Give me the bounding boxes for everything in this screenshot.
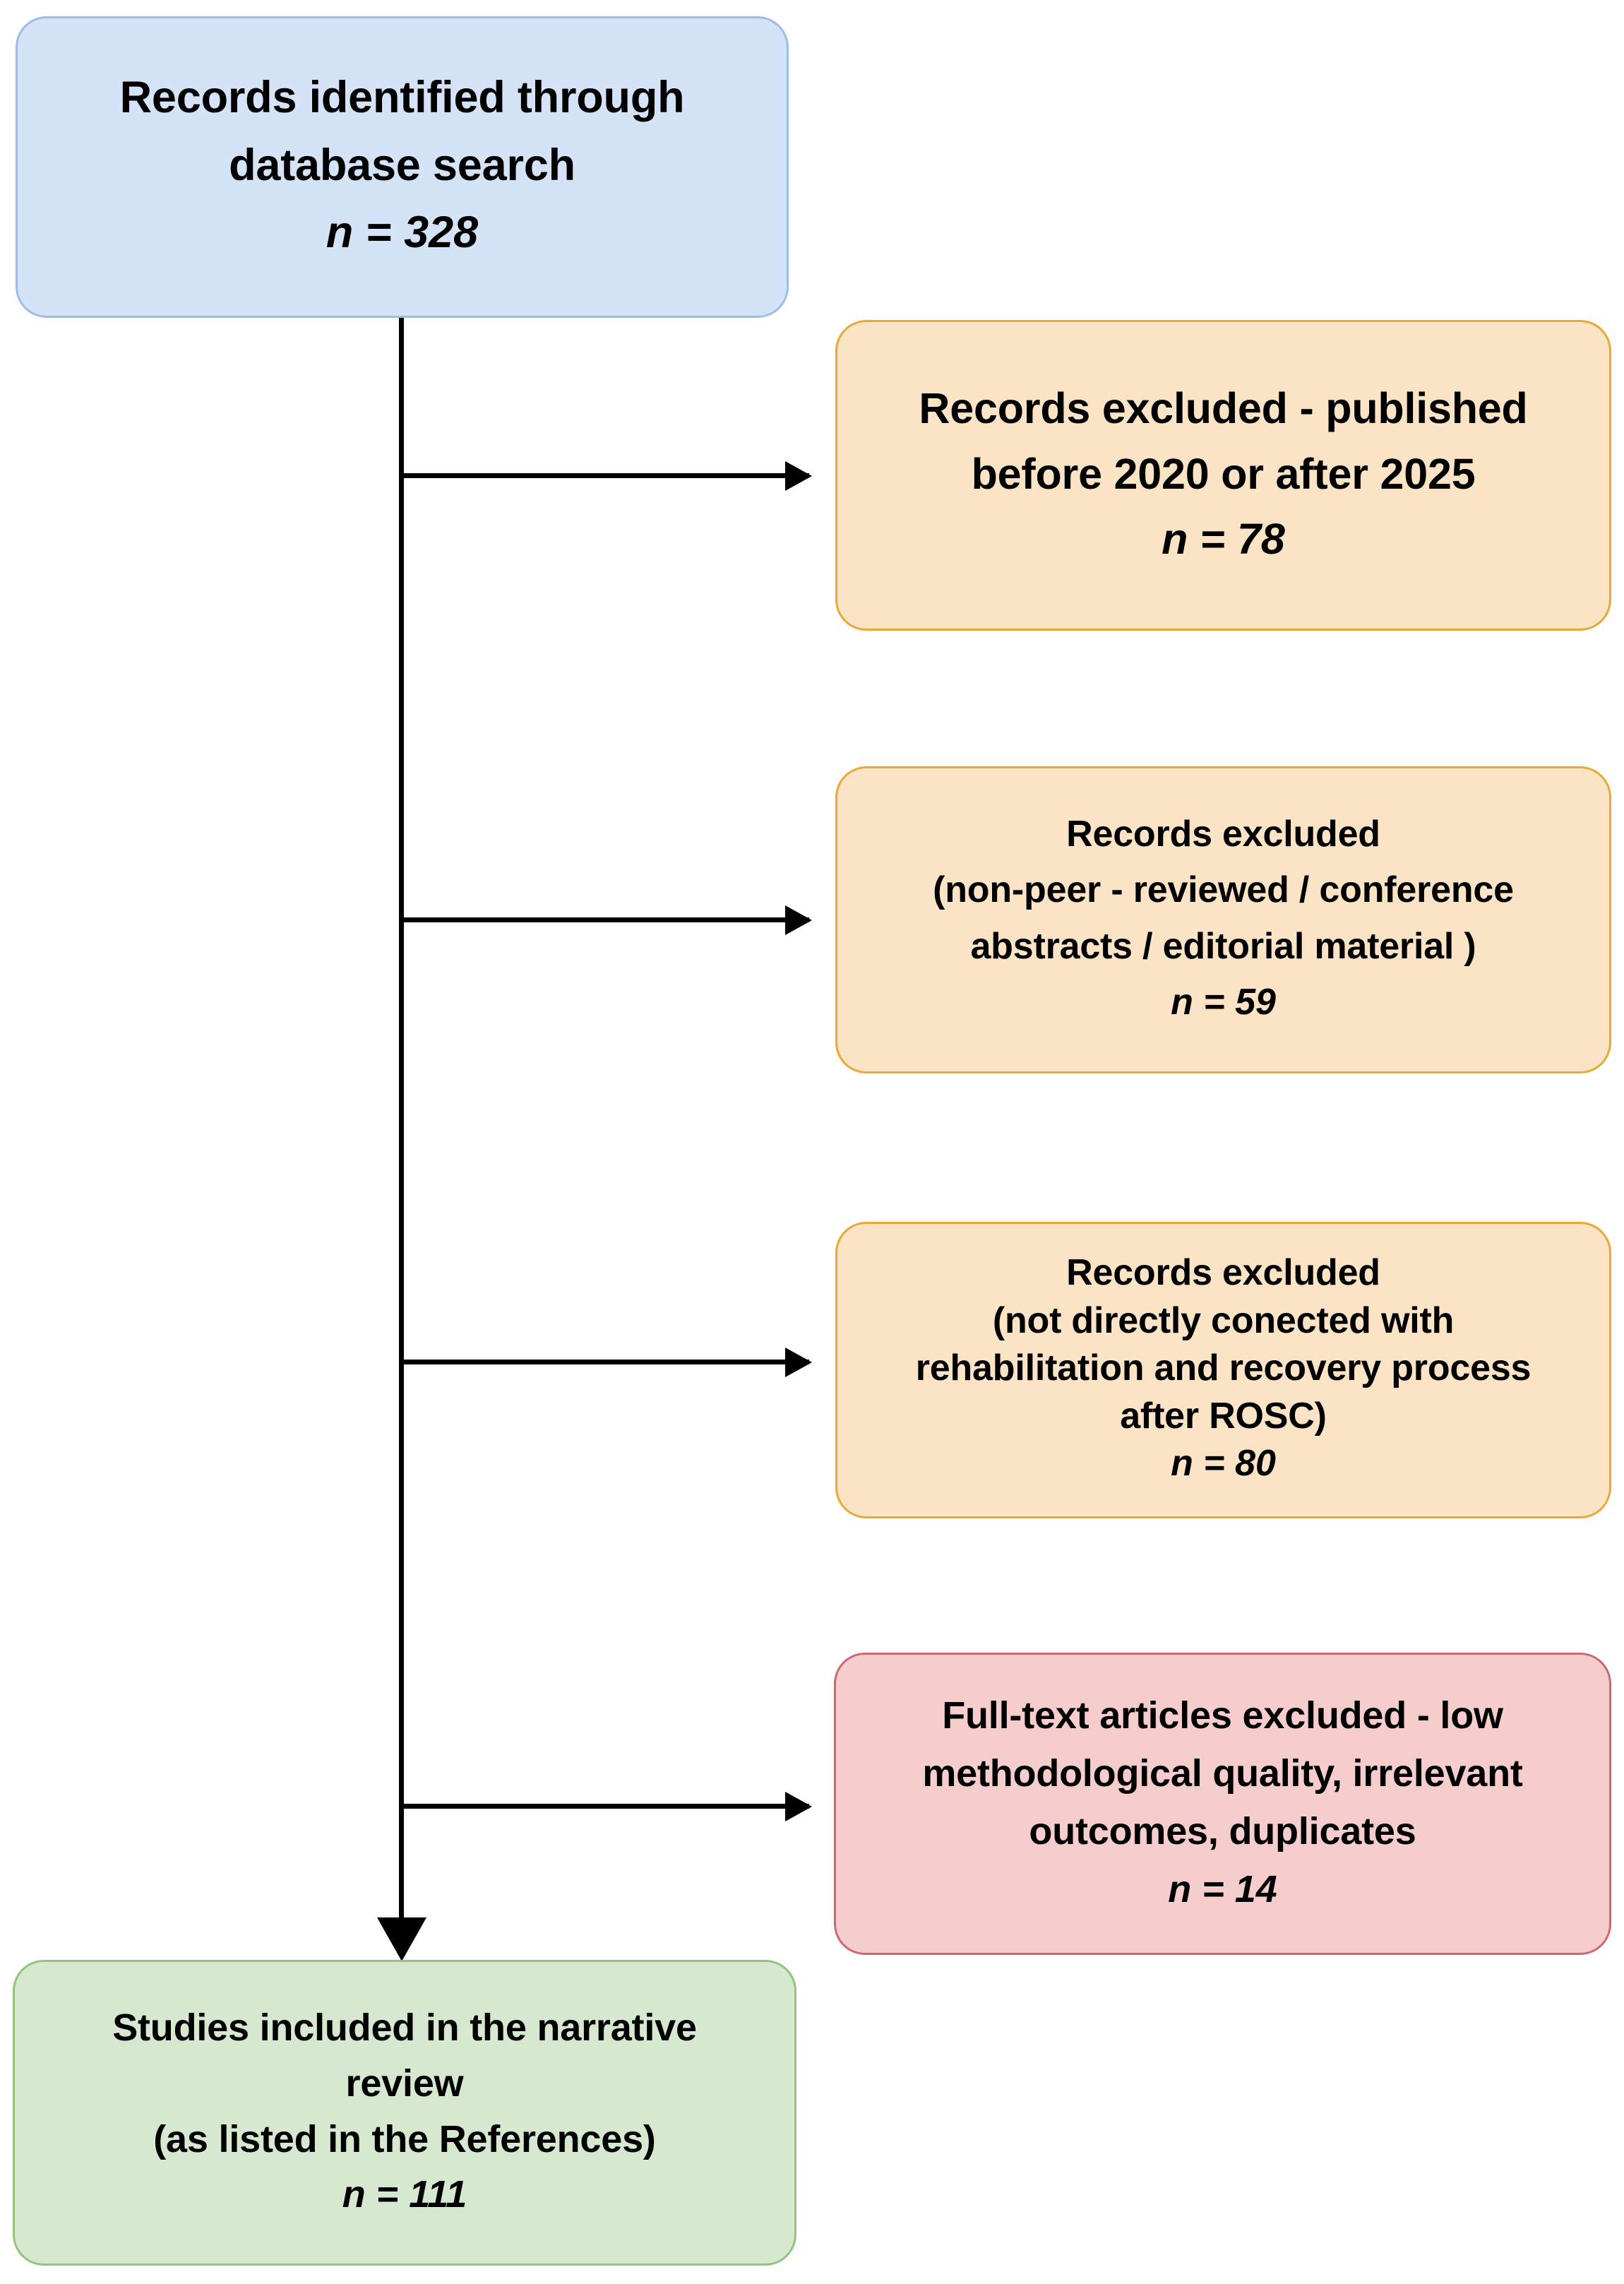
arrow-to-excluded-year — [401, 473, 809, 478]
node-records-excluded-type-line2: (non-peer - reviewed / conference — [933, 869, 1514, 911]
node-studies-included: Studies included in the narrative review… — [13, 1960, 796, 2266]
node-records-excluded-topic-count: n = 80 — [1171, 1443, 1276, 1485]
node-records-excluded-year-line2: before 2020 or after 2025 — [971, 449, 1476, 498]
arrow-to-excluded-topic — [401, 1360, 809, 1364]
node-fulltext-articles-excluded: Full-text articles excluded - low method… — [834, 1653, 1611, 1955]
node-fulltext-articles-excluded-line1: Full-text articles excluded - low — [942, 1694, 1503, 1737]
arrow-to-excluded-type — [401, 917, 809, 922]
node-studies-included-line2: review — [345, 2062, 464, 2105]
arrow-to-included-studies — [377, 1917, 426, 1961]
node-records-excluded-topic-line1: Records excluded — [1066, 1252, 1380, 1294]
node-fulltext-articles-excluded-count: n = 14 — [1168, 1868, 1277, 1911]
node-records-excluded-year-count: n = 78 — [1162, 515, 1285, 564]
node-records-identified-count: n = 328 — [326, 208, 479, 258]
node-studies-included-line3: (as listed in the References) — [153, 2117, 656, 2160]
node-records-excluded-year: Records excluded - published before 2020… — [835, 320, 1611, 631]
node-records-excluded-topic-line4: after ROSC) — [1120, 1395, 1327, 1437]
node-records-excluded-type-count: n = 59 — [1171, 981, 1276, 1023]
node-records-excluded-year-line1: Records excluded - published — [919, 383, 1528, 432]
node-studies-included-line1: Studies included in the narrative — [112, 2006, 697, 2049]
node-studies-included-count: n = 111 — [342, 2173, 467, 2216]
node-records-excluded-type: Records excluded (non-peer - reviewed / … — [835, 766, 1611, 1073]
node-records-excluded-type-line3: abstracts / editorial material ) — [970, 925, 1476, 967]
node-records-excluded-topic: Records excluded (not directly conected … — [835, 1222, 1611, 1518]
node-records-excluded-topic-line2: (not directly conected with — [992, 1299, 1455, 1341]
node-records-identified: Records identified through database sear… — [16, 16, 789, 318]
node-records-excluded-topic-line3: rehabilitation and recovery process — [915, 1348, 1532, 1389]
node-records-excluded-type-line1: Records excluded — [1066, 814, 1380, 855]
trunk-connector-line — [399, 318, 404, 1942]
node-fulltext-articles-excluded-line3: outcomes, duplicates — [1029, 1810, 1416, 1852]
node-records-identified-line2: database search — [229, 140, 575, 190]
node-records-identified-line1: Records identified through — [119, 72, 685, 122]
node-fulltext-articles-excluded-line2: methodological quality, irrelevant — [922, 1751, 1523, 1795]
arrow-to-excluded-fulltext — [401, 1804, 809, 1809]
